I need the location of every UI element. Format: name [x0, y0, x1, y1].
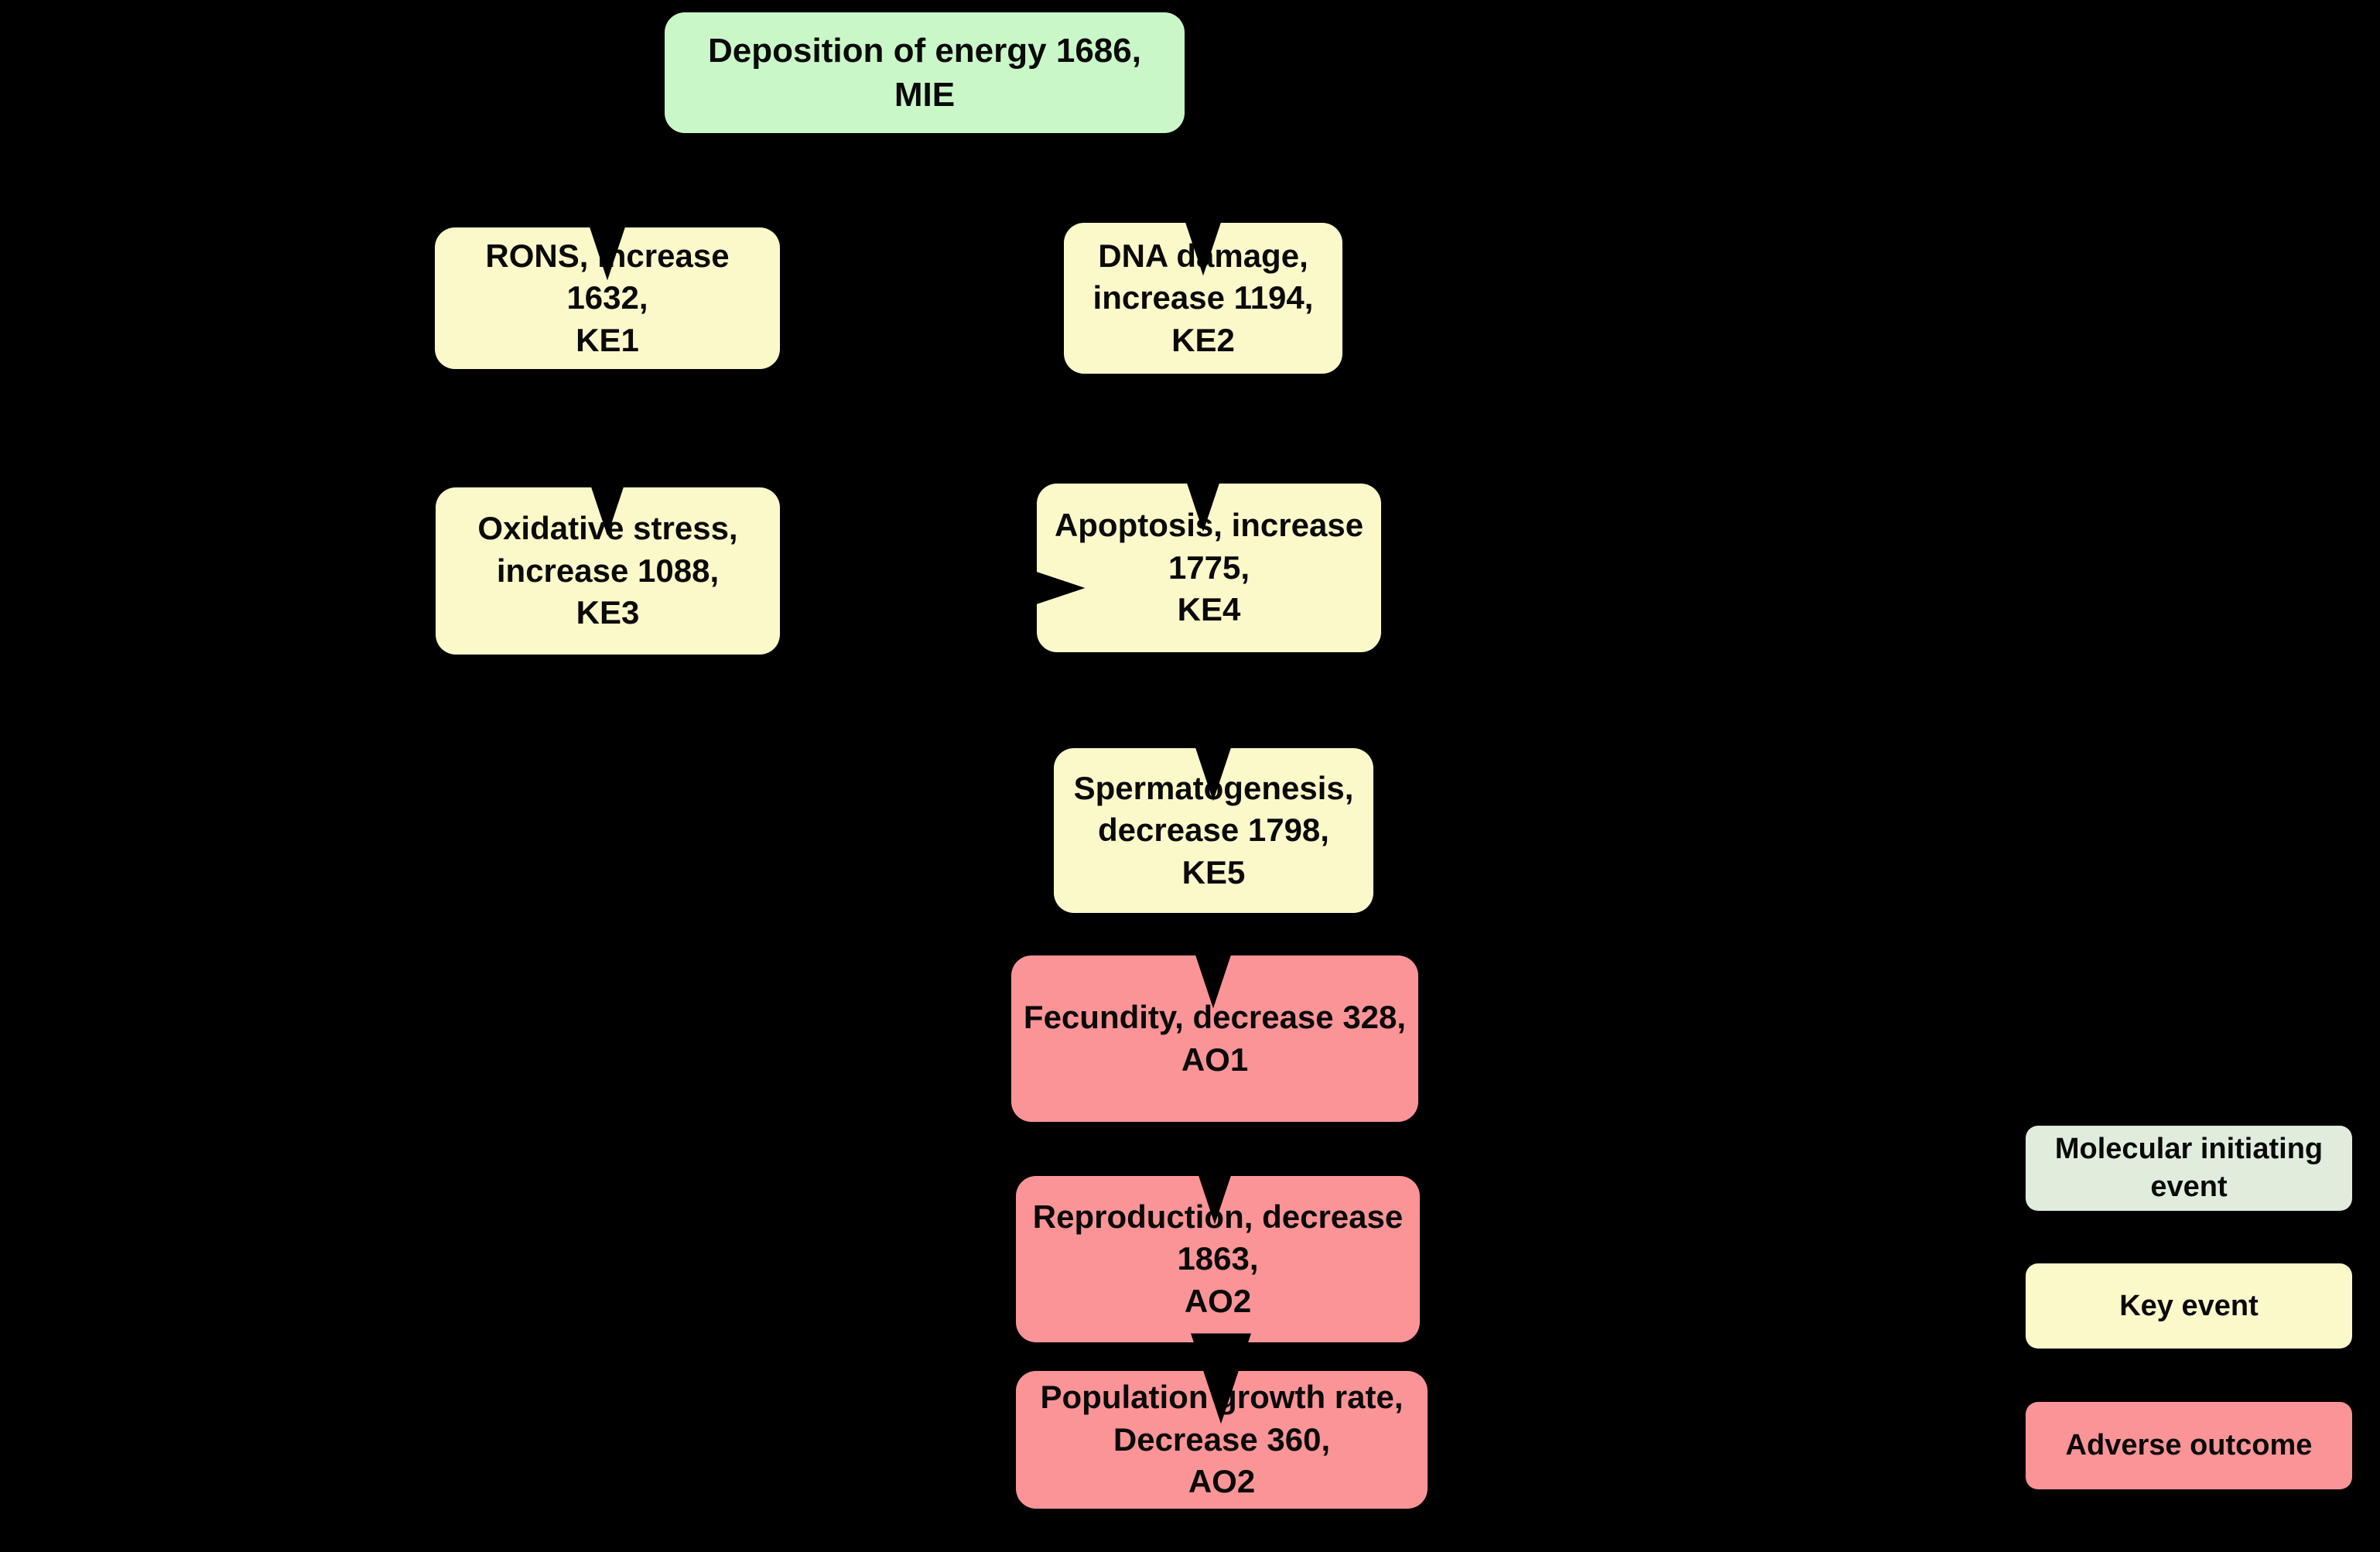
legend-item-molecular-initiating-event: Molecular initiating event [2026, 1126, 2352, 1211]
edge-mie-ke2 [1031, 133, 1233, 276]
node-ao2-reproduction-decrease[interactable]: Reproduction, decrease 1863, AO2 [1016, 1176, 1420, 1342]
node-ke3-oxidative-stress-increase[interactable]: Oxidative stress, increase 1088, KE3 [436, 487, 780, 655]
node-ke4-apoptosis-increase[interactable]: Apoptosis, increase 1775, KE4 [1037, 484, 1381, 652]
legend-item-key-event: Key event [2026, 1263, 2352, 1349]
edge-mie-ke1 [577, 133, 818, 281]
node-mie-deposition-of-energy[interactable]: Deposition of energy 1686, MIE [665, 12, 1185, 133]
node-ao3-population-growth-rate-decrease[interactable]: Population growth rate, Decrease 360, AO… [1016, 1371, 1428, 1509]
legend-item-adverse-outcome: Adverse outcome [2026, 1402, 2352, 1489]
node-ke2-dna-damage-increase[interactable]: DNA damage, increase 1194, KE2 [1064, 223, 1342, 374]
node-ke5-spermatogenesis-decrease[interactable]: Spermatogenesis, decrease 1798, KE5 [1054, 748, 1373, 913]
node-ke1-rons-increase[interactable]: RONS, increase 1632, KE1 [435, 227, 780, 369]
node-ao1-fecundity-decrease[interactable]: Fecundity, decrease 328, AO1 [1011, 955, 1418, 1122]
